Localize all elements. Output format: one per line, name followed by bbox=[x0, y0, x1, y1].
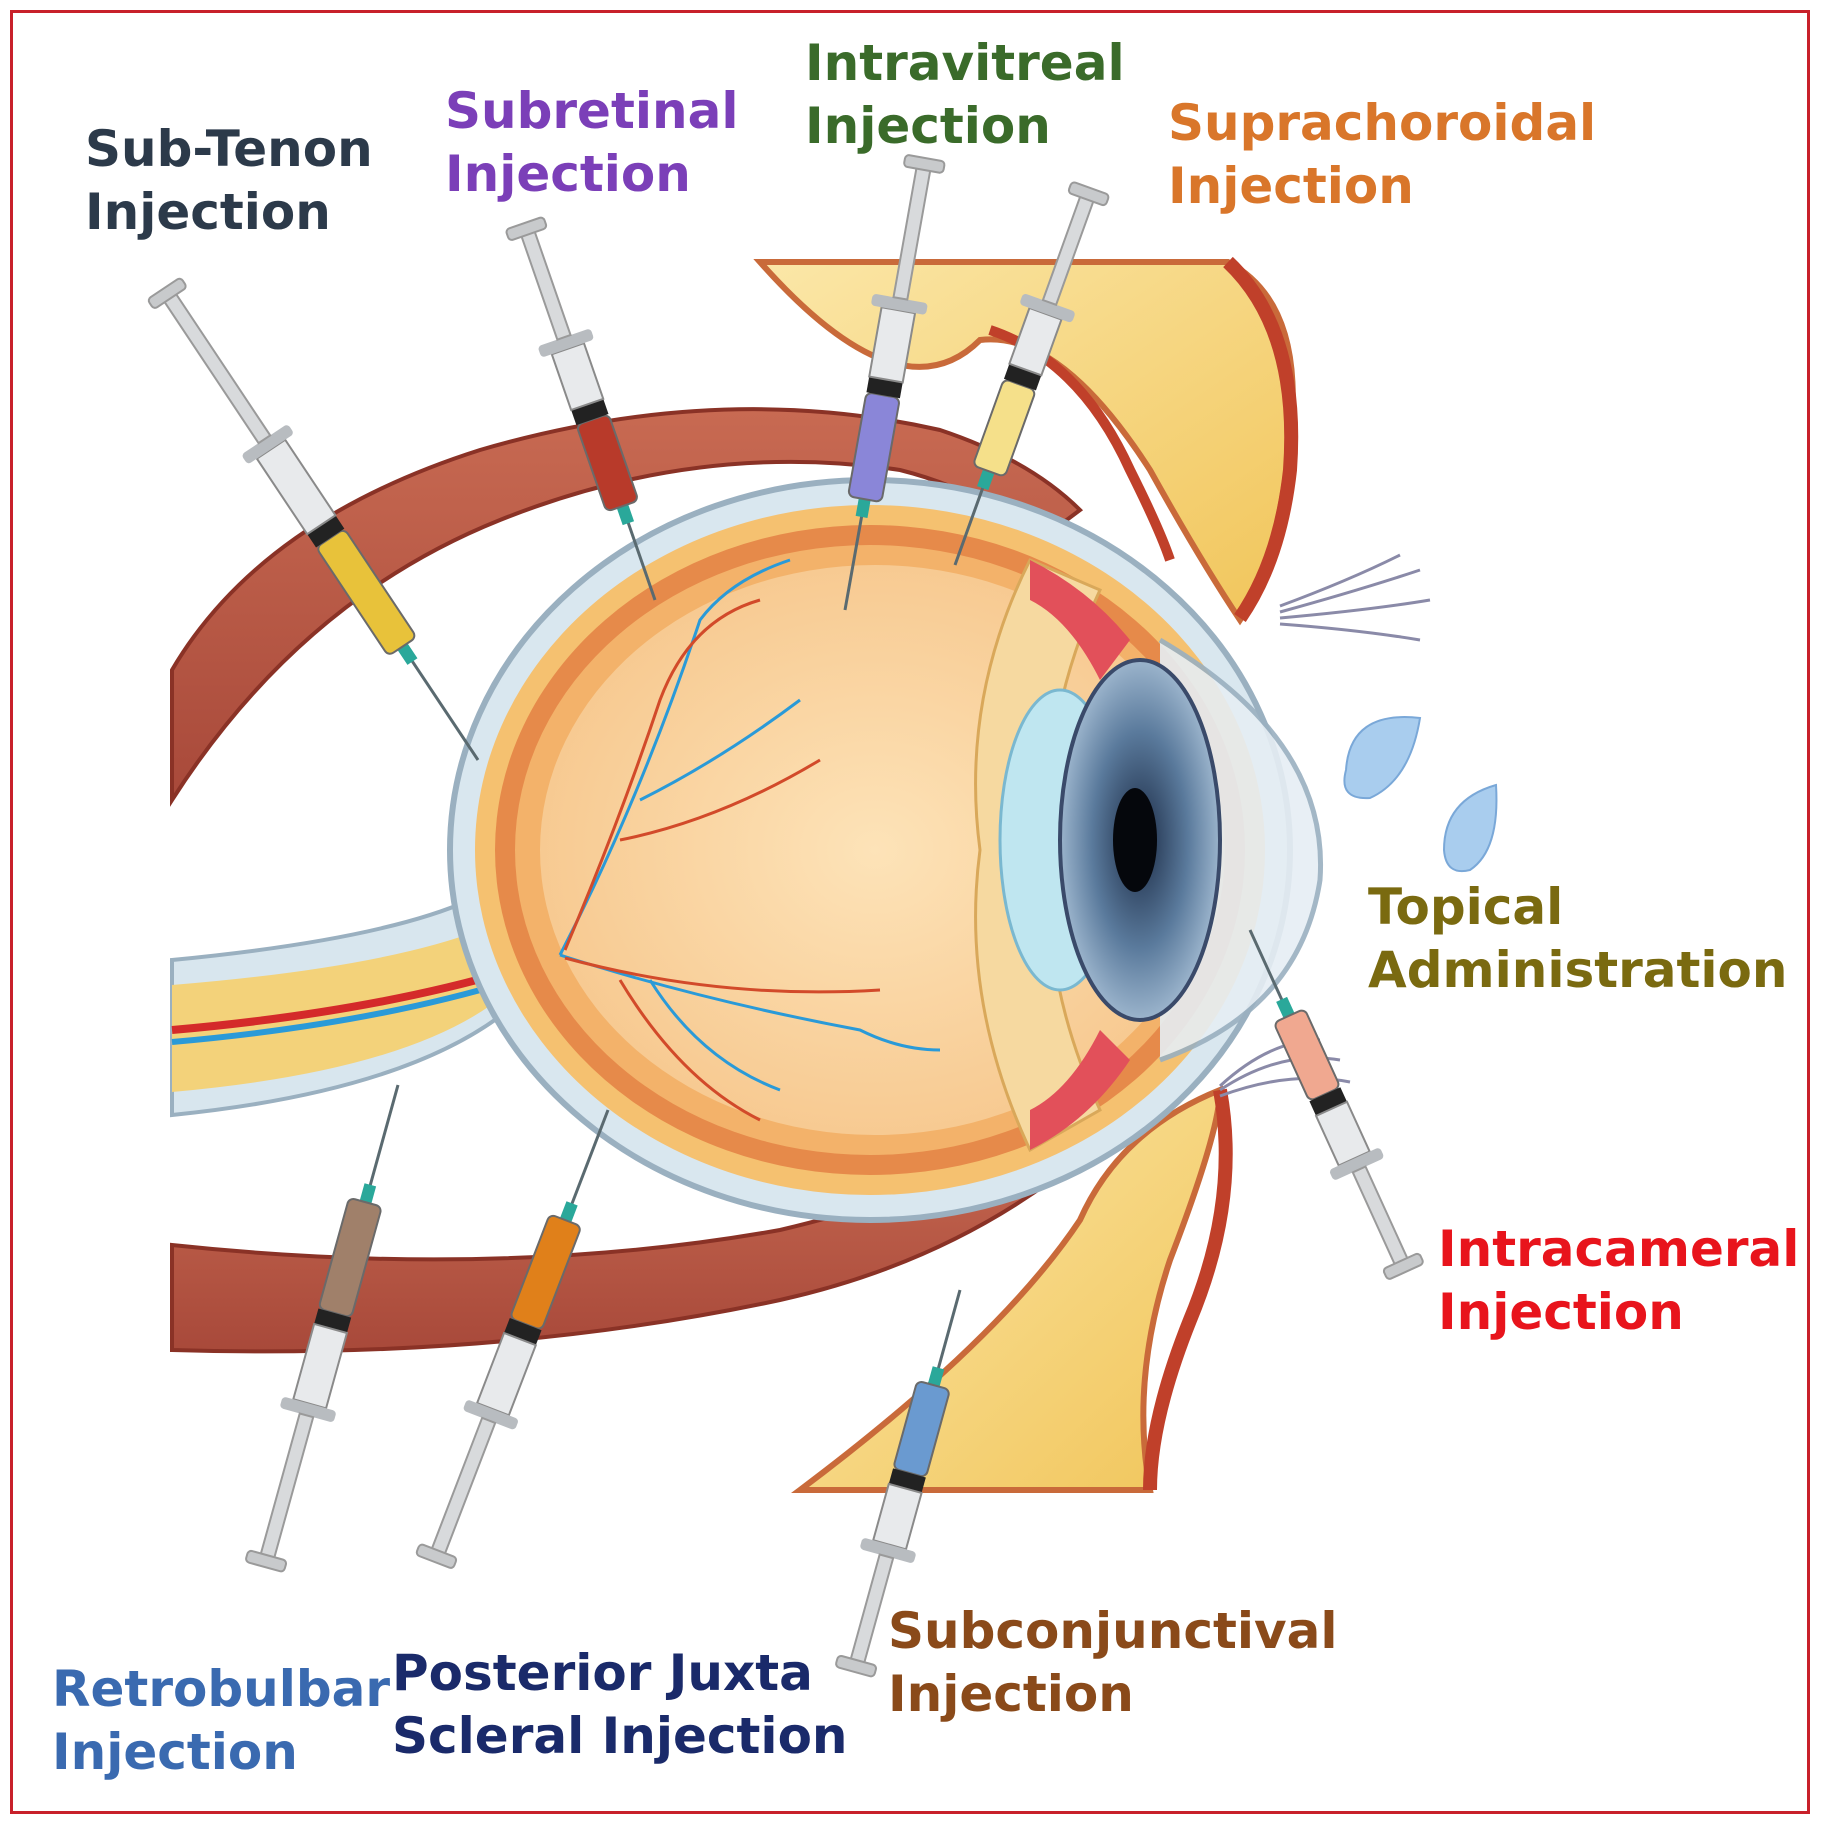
syringe-posterior-juxta bbox=[415, 1109, 610, 1569]
figure-border bbox=[10, 10, 1810, 1814]
syringe-suprachoroidal bbox=[953, 181, 1110, 566]
syringe-subconjunctival bbox=[835, 1289, 962, 1678]
eyeball bbox=[447, 477, 1324, 1223]
eye-drop-icon bbox=[1343, 716, 1498, 872]
syringe-intravitreal bbox=[843, 154, 946, 611]
lower-eyelid bbox=[791, 1085, 1233, 1493]
syringe-subretinal bbox=[505, 216, 657, 601]
syringe-retrobulbar bbox=[245, 1084, 400, 1573]
syringe-intracameral bbox=[1248, 929, 1424, 1280]
syringe-sub-tenon bbox=[147, 277, 480, 761]
